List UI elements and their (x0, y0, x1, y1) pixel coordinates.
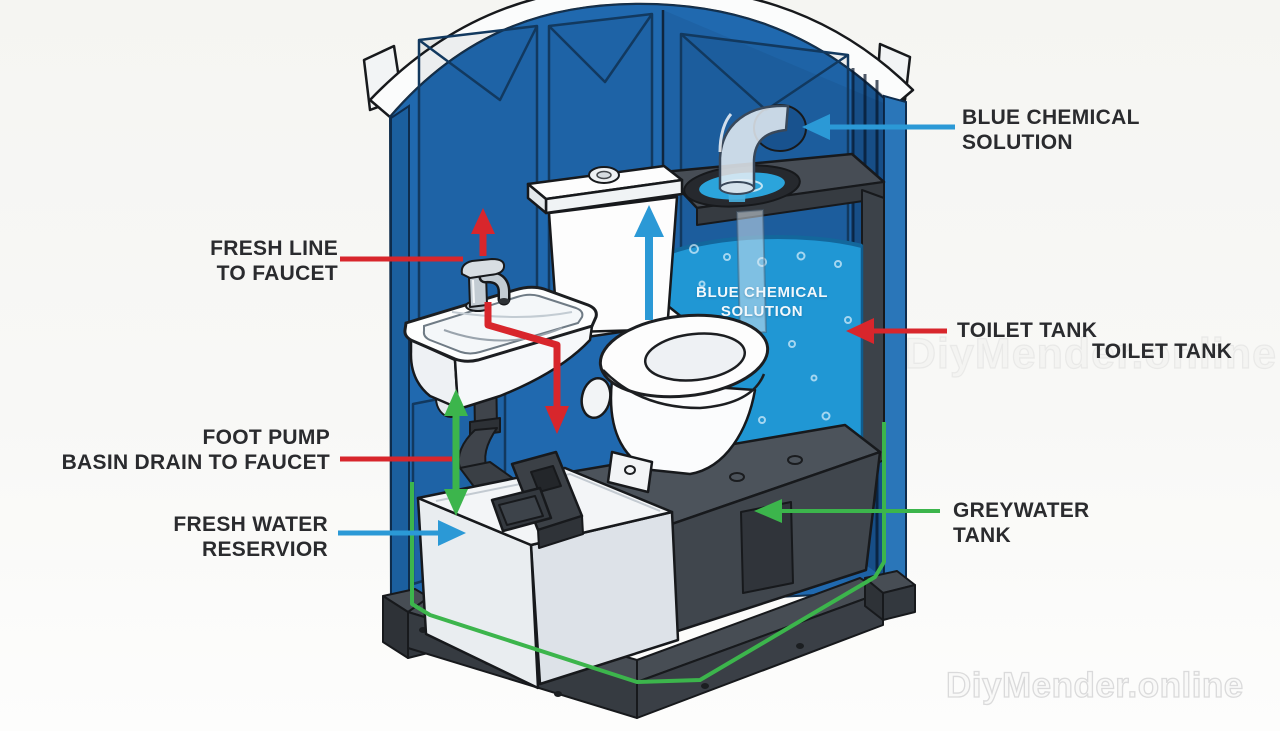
callout-line: FRESH LINE (210, 237, 338, 260)
callout-toilet-tank: TOILET TANK (957, 318, 1097, 343)
callout-line: SOLUTION (962, 131, 1073, 154)
foot-pump (490, 450, 584, 549)
callout-line: TOILET TANK (957, 319, 1098, 342)
bolt-hole (796, 643, 804, 649)
bolt-hole (554, 691, 562, 697)
callout-line: FRESH WATER (173, 513, 328, 536)
chemical-fill-pipe (718, 104, 790, 202)
faucet (460, 258, 511, 312)
greywater-routing-line (410, 422, 886, 684)
watermark-bottom: DiyMender.online (945, 665, 1244, 705)
callout-line: TANK (953, 524, 1011, 547)
flush-up-arrow-blue (634, 205, 664, 320)
flush-button-inner (596, 170, 612, 180)
pipe-highlight (718, 113, 733, 153)
basin-contour (443, 327, 563, 342)
fresh-water-arrow-blue (338, 520, 466, 546)
callout-line: GREYWATER (953, 499, 1090, 522)
callout-line: TO FAUCET (216, 262, 338, 285)
callout-foot-pump-basin-drain: FOOT PUMP BASIN DRAIN TO FAUCET (62, 425, 330, 475)
sink-underside-left (409, 338, 460, 410)
watermark-center: DiyMender.online (904, 329, 1278, 378)
bowl-base-flange (606, 450, 654, 494)
sink-basin-rim-inner (422, 293, 584, 355)
callout-line: BASIN DRAIN TO FAUCET (61, 451, 330, 474)
callout-fresh-line-to-faucet: FRESH LINE TO FAUCET (210, 236, 338, 286)
basin-drain-arrow-green (444, 389, 468, 516)
wall-panel-flap (418, 25, 539, 102)
basin-drain-down-arrow-red (484, 302, 569, 434)
base-foot-right-side (864, 577, 884, 621)
cistern-lid-side (526, 182, 548, 215)
tank-interior-label-line1: BLUE CHEMICAL (696, 284, 828, 301)
callout-line: BLUE CHEMICAL (962, 106, 1140, 129)
fill-pipe-elbow (718, 104, 790, 190)
callout-fresh-water-reservoir: FRESH WATER RESERVIOR (173, 512, 328, 562)
bolt-hole (787, 455, 803, 465)
greywater-arrow-green (754, 499, 940, 523)
callout-line: FOOT PUMP (202, 426, 330, 449)
seat-rim-edge (602, 369, 766, 410)
callout-line: RESERVIOR (201, 538, 328, 561)
faucet-up-arrow-red (471, 208, 495, 256)
bolt-hole (729, 472, 745, 482)
pump-body-front (537, 515, 584, 549)
callout-blue-chemical-solution: BLUE CHEMICAL SOLUTION (962, 105, 1140, 155)
fill-pipe-mouth (719, 181, 755, 195)
flush-elbow (580, 376, 612, 420)
tank-interior-label-line2: SOLUTION (720, 303, 804, 320)
basin-contour-2 (451, 311, 573, 318)
bolt-hole (701, 683, 709, 689)
callout-greywater-tank: GREYWATER TANK (953, 498, 1089, 548)
left-edge-trim (390, 104, 410, 618)
flow-arrows (338, 114, 955, 684)
wall-panel-flap (548, 13, 654, 84)
base-foot-left-side (382, 595, 409, 659)
fill-pipe-inside-tank (735, 208, 768, 336)
tank-interior-label: BLUE CHEMICAL SOLUTION (672, 283, 852, 321)
callout-toilet-tank-duplicate: TOILET TANK (1092, 339, 1232, 364)
pump-slot (530, 465, 562, 493)
toilet-bowl (609, 378, 757, 476)
chemical-solution-arrow-blue (802, 114, 955, 140)
faucet-spout-tip (498, 298, 510, 304)
faucet-highlight (472, 279, 475, 304)
faucet-spout (481, 272, 508, 302)
toilet-tank-arrow-red (846, 318, 947, 344)
pump-pedal-pad (498, 495, 544, 526)
callout-line: TOILET TANK (1092, 340, 1233, 363)
toilet-seat-opening (643, 332, 747, 382)
flange-bolt (624, 465, 636, 475)
faucet-lever (460, 258, 506, 279)
reservoir-top-edge-line (435, 472, 661, 512)
